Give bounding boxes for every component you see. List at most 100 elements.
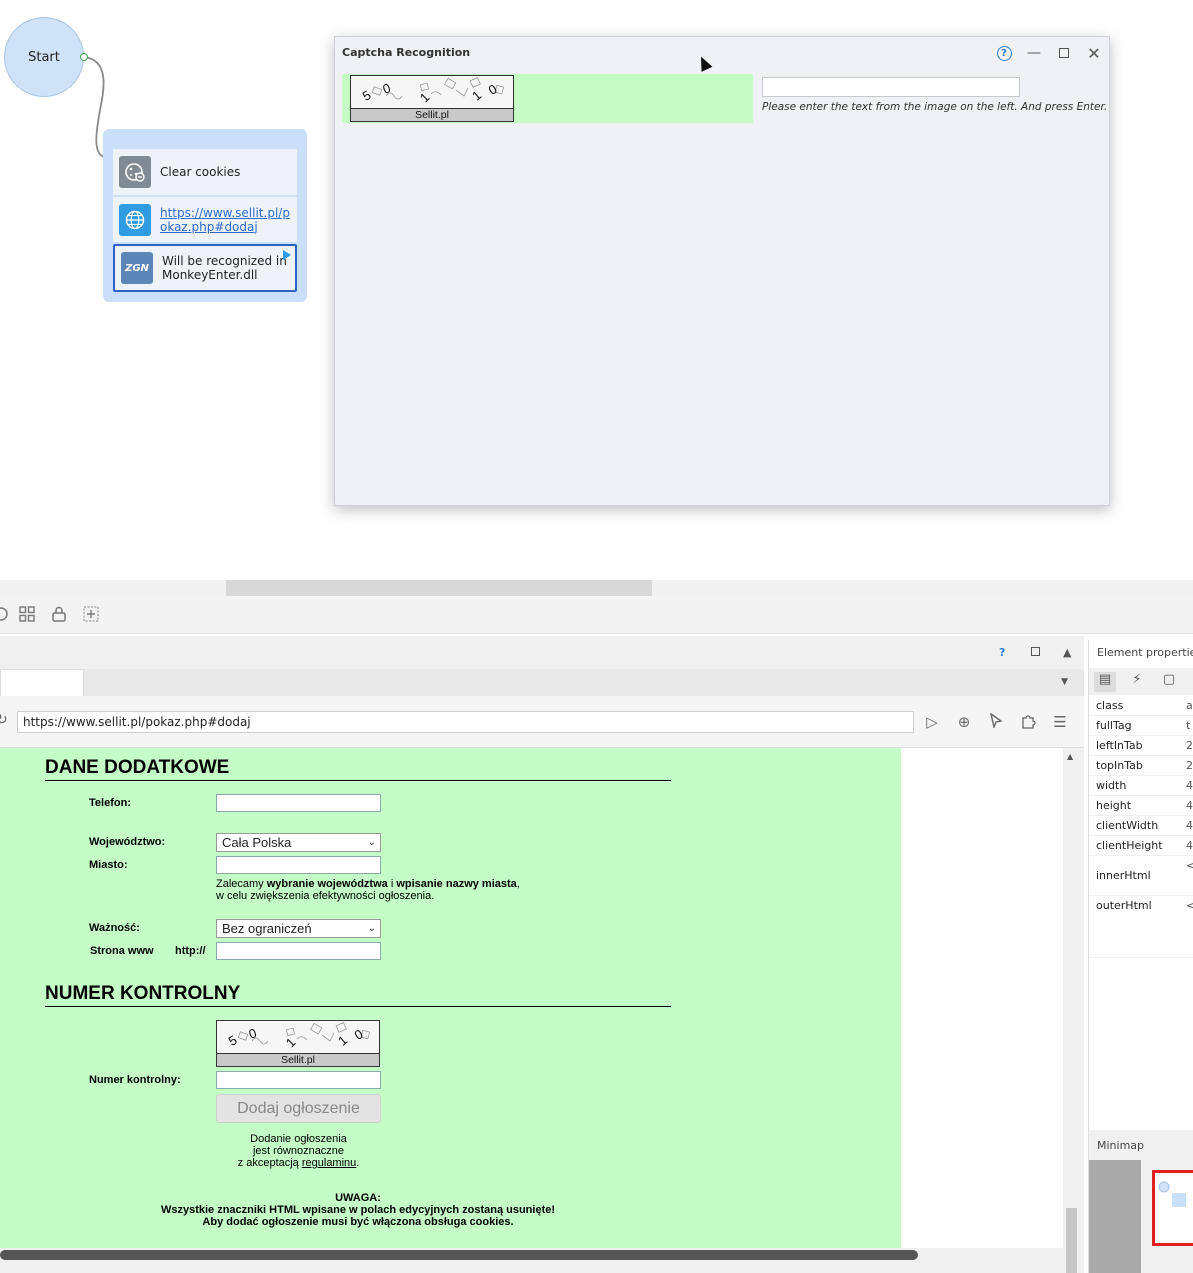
miasto-input[interactable] (216, 856, 381, 874)
action-captcha-recognition[interactable]: ZGN Will be recognized in MonkeyEnter.dl… (113, 244, 297, 292)
page-right-margin (901, 748, 1063, 1248)
property-key: width (1096, 779, 1127, 792)
lock-icon[interactable] (50, 605, 68, 623)
panel-maximize-button[interactable] (1031, 646, 1040, 659)
property-value: a (1186, 699, 1193, 712)
miasto-label: Miasto: (89, 859, 128, 871)
property-value: 4 (1186, 779, 1193, 792)
close-button[interactable]: ✕ (1084, 43, 1104, 63)
property-row[interactable]: height 4 (1089, 796, 1193, 816)
canvas-scrollbar-thumb[interactable] (226, 580, 652, 596)
minimap-area[interactable] (1089, 1160, 1141, 1273)
maximize-button[interactable] (1054, 43, 1074, 63)
browser-tab[interactable] (0, 669, 84, 696)
add-note-icon[interactable] (82, 605, 100, 623)
help-button[interactable]: ? (994, 43, 1014, 63)
chevron-down-icon: ⌄ (367, 837, 376, 848)
close-icon: ✕ (1087, 43, 1101, 63)
telefon-input[interactable] (216, 794, 381, 812)
action-clear-cookies[interactable]: Clear cookies (113, 149, 297, 196)
captcha-answer-input[interactable] (762, 77, 1020, 97)
properties-tabs: ▤ ⚡ ▢ (1089, 668, 1193, 695)
property-row[interactable]: class a (1089, 696, 1193, 716)
play-icon[interactable]: ▷ (926, 713, 938, 731)
start-output-port[interactable] (80, 53, 88, 61)
captcha-band: Sellit.pl (217, 1053, 379, 1066)
menu-icon[interactable]: ☰ (1053, 713, 1067, 731)
telefon-label: Telefon: (89, 797, 131, 809)
captcha-dialog[interactable]: Captcha Recognition ? — ✕ 5 0 1 1 0 Sell… (334, 36, 1110, 506)
properties-tab-icon[interactable]: ▤ (1094, 672, 1116, 692)
note-bold: wybranie województwa (266, 878, 388, 890)
page-vertical-scrollbar[interactable]: ▲ (1063, 748, 1080, 1273)
tab-list-chevron-icon[interactable]: ▼ (1061, 677, 1068, 687)
start-node[interactable]: Start (4, 17, 84, 97)
property-value: 4 (1186, 839, 1193, 852)
play-icon[interactable] (283, 250, 291, 260)
globe-icon (119, 203, 151, 236)
property-row[interactable]: innerHtml< (1089, 856, 1193, 896)
grid-icon[interactable] (18, 605, 36, 623)
add-circle-icon[interactable]: ⊕ (957, 713, 971, 731)
waznosc-select[interactable]: Bez ograniczeń ⌄ (216, 919, 381, 938)
property-value: 2 (1186, 759, 1193, 772)
property-key: leftInTab (1096, 739, 1143, 752)
web-page-view[interactable]: DANE DODATKOWE Telefon: Województwo: Cał… (0, 748, 901, 1248)
minimap-viewport[interactable] (1152, 1170, 1193, 1246)
warning-title: UWAGA: (335, 1192, 381, 1204)
properties-title: Element properties (1097, 646, 1193, 659)
maximize-icon (1059, 48, 1069, 58)
note-text: i (387, 878, 397, 890)
action-label: Clear cookies (160, 165, 241, 179)
wojewodztwo-select[interactable]: Cała Polska ⌄ (216, 833, 381, 852)
captcha-noise (237, 1022, 371, 1045)
browser-panel-header: ? ▲ (0, 636, 1084, 669)
property-key: height (1096, 799, 1132, 812)
scroll-up-icon[interactable]: ▲ (1067, 752, 1074, 761)
property-value: 4 (1186, 799, 1193, 812)
dialog-titlebar[interactable]: Captcha Recognition (335, 37, 1109, 68)
captcha-band: Sellit.pl (351, 108, 513, 121)
property-key: outerHtml (1096, 899, 1152, 912)
property-value: < (1186, 899, 1193, 912)
property-key: clientHeight (1096, 839, 1163, 852)
extension-icon[interactable] (1019, 713, 1037, 733)
www-prefix: http:// (175, 945, 206, 957)
reload-icon[interactable]: ↻ (0, 712, 8, 728)
property-value: 4 (1186, 819, 1193, 832)
section-divider (45, 780, 671, 781)
maximize-icon (1031, 647, 1040, 656)
pointer-icon[interactable] (987, 712, 1005, 732)
property-row[interactable]: topInTab 2 (1089, 756, 1193, 776)
events-tab-icon[interactable]: ⚡ (1132, 672, 1142, 687)
property-key: topInTab (1096, 759, 1143, 772)
terms-line: Dodanie ogłoszenia (250, 1133, 347, 1145)
document-tab-icon[interactable]: ▢ (1162, 672, 1176, 687)
page-scrollbar-thumb[interactable] (1066, 1208, 1077, 1273)
pointer-shape (989, 712, 1003, 730)
action-group[interactable]: Clear cookies https://www.sellit.pl/poka… (103, 129, 307, 302)
numer-input[interactable] (216, 1071, 381, 1089)
minimize-button[interactable]: — (1024, 43, 1044, 63)
address-bar[interactable]: https://www.sellit.pl/pokaz.php#dodaj (17, 711, 914, 733)
zoom-icon[interactable] (0, 605, 10, 623)
property-row[interactable]: clientHeight 4 (1089, 836, 1193, 856)
www-input[interactable] (216, 942, 381, 960)
property-row[interactable]: width 4 (1089, 776, 1193, 796)
minimize-icon: — (1027, 45, 1041, 61)
property-key: innerHtml (1096, 869, 1151, 882)
terms-link[interactable]: regulaminu (301, 1157, 357, 1169)
action-url-link[interactable]: https://www.sellit.pl/pokaz.php#dodaj (160, 205, 290, 234)
panel-help-button[interactable]: ? (999, 646, 1006, 659)
property-key: class (1096, 699, 1124, 712)
action-navigate-url[interactable]: https://www.sellit.pl/pokaz.php#dodaj (113, 197, 297, 242)
warning-line: Aby dodać ogłoszenie musi być włączona o… (202, 1216, 514, 1228)
submit-ad-button[interactable]: Dodaj ogłoszenie (216, 1094, 381, 1123)
page-horizontal-scrollbar[interactable] (0, 1250, 918, 1260)
panel-pin-button[interactable]: ▲ (1063, 646, 1071, 659)
property-row[interactable]: outerHtml < (1089, 896, 1193, 958)
browser-nav-bar: ↻ https://www.sellit.pl/pokaz.php#dodaj … (0, 696, 1084, 748)
